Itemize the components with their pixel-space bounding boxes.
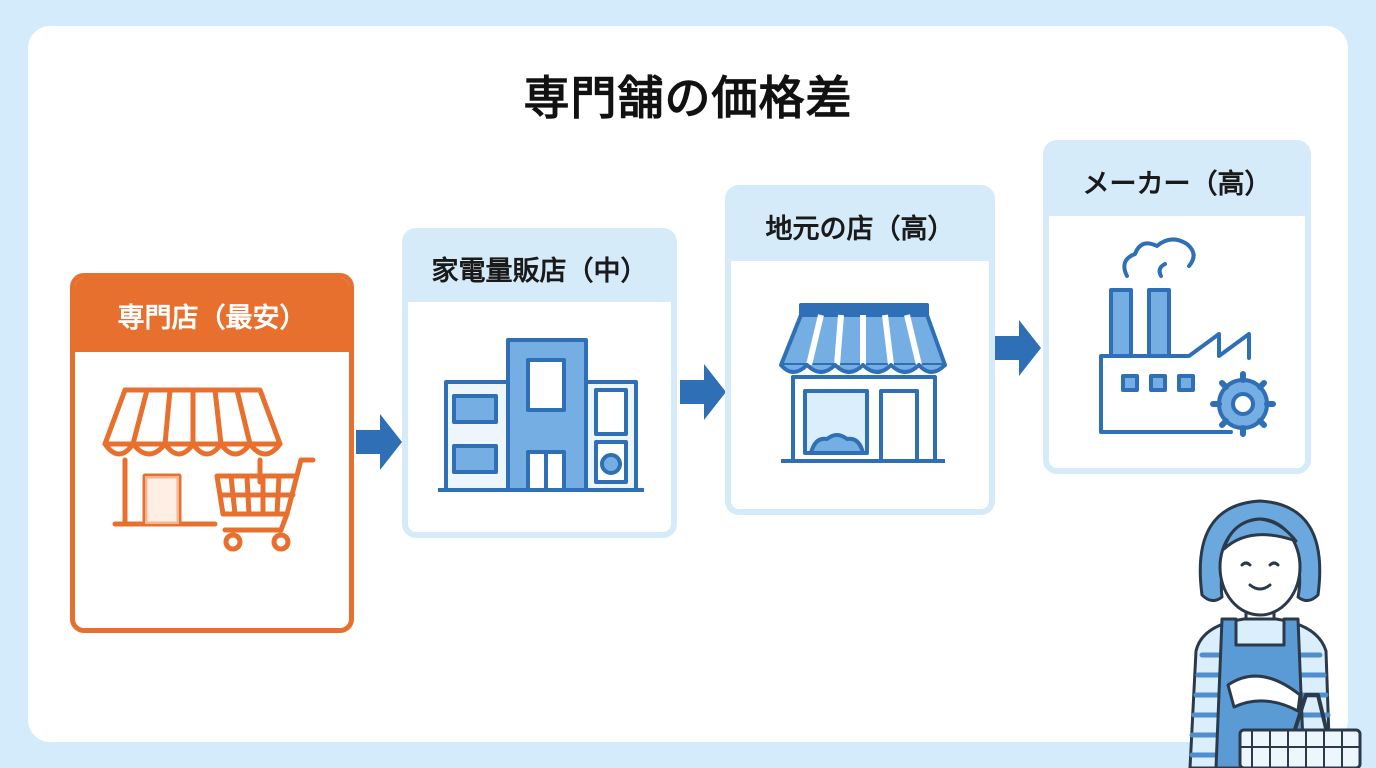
arrow-right-icon xyxy=(680,364,726,420)
step-label: 地元の店（高） xyxy=(731,191,989,261)
step-label: メーカー（高） xyxy=(1049,146,1305,216)
shop-with-cart-icon xyxy=(102,387,316,552)
page-title: 専門舗の価格差 xyxy=(523,71,853,125)
factory-icon xyxy=(1099,237,1276,437)
step-card-local-shop: 地元の店（高） xyxy=(725,185,995,515)
step-card-manufacturer: メーカー（高） xyxy=(1043,140,1311,474)
step-label: 専門店（最安） xyxy=(75,278,349,352)
step-label: 家電量販店（中） xyxy=(408,234,671,302)
step-card-specialty-store: 専門店（最安） xyxy=(70,273,354,633)
arrow-right-icon xyxy=(995,320,1041,376)
arrow-right-icon xyxy=(356,414,402,470)
appliance-store-icon xyxy=(438,338,644,492)
shop-clerk-with-basket-icon xyxy=(1188,499,1362,768)
step-card-electronics-store: 家電量販店（中） xyxy=(402,228,677,538)
local-shop-icon xyxy=(779,303,947,463)
